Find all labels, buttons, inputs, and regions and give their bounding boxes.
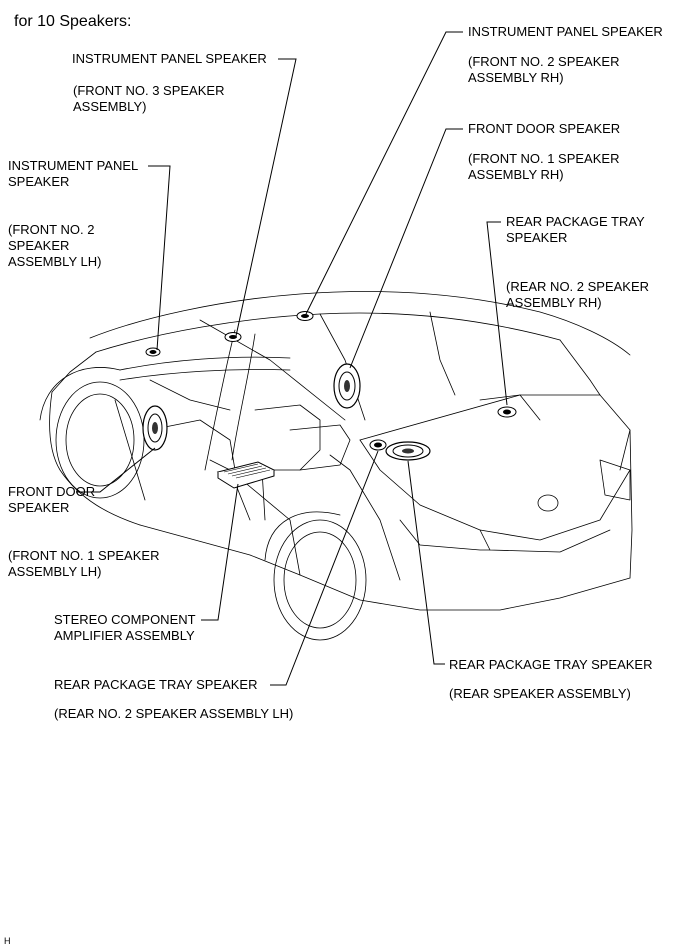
diagram-title: for 10 Speakers: bbox=[14, 13, 132, 30]
label-ip-right-part-2: ASSEMBLY RH) bbox=[468, 70, 564, 85]
label-ip-center-part-1: (FRONT NO. 3 SPEAKER bbox=[73, 83, 225, 98]
label-ip-right-part-1: (FRONT NO. 2 SPEAKER bbox=[468, 54, 620, 69]
label-front-door-right-name: FRONT DOOR SPEAKER bbox=[468, 121, 621, 136]
label-ip-left-name-1: INSTRUMENT PANEL bbox=[8, 158, 139, 173]
leader-rear-tray-right bbox=[486, 221, 508, 406]
leader-ip-right bbox=[305, 31, 463, 315]
amplifier-box bbox=[216, 461, 276, 489]
label-rear-tray-left-name: REAR PACKAGE TRAY SPEAKER bbox=[54, 677, 258, 692]
label-front-door-left-part-1: (FRONT NO. 1 SPEAKER bbox=[8, 548, 160, 563]
figure-code: H bbox=[4, 936, 11, 946]
label-rear-tray-right-part-1: (REAR NO. 2 SPEAKER bbox=[506, 279, 650, 294]
leader-front-door-right bbox=[349, 128, 463, 369]
label-ip-left-part-3: ASSEMBLY LH) bbox=[8, 254, 102, 269]
label-ip-left-part-2: SPEAKER bbox=[8, 238, 70, 253]
speaker-rear-tray-left bbox=[369, 439, 387, 451]
speaker-ip-center bbox=[224, 332, 242, 342]
leader-rear-tray-left bbox=[270, 450, 379, 686]
speaker-ip-right bbox=[296, 311, 314, 321]
speaker-front-door-right bbox=[333, 363, 361, 409]
label-amplifier-name-1: STEREO COMPONENT bbox=[54, 612, 196, 627]
label-ip-center-part-2: ASSEMBLY) bbox=[73, 99, 147, 114]
speaker-rear-tray-center bbox=[385, 441, 431, 461]
car-outline bbox=[39, 291, 633, 641]
label-front-door-left-name-1: FRONT DOOR bbox=[8, 484, 96, 499]
label-rear-tray-center-part: (REAR SPEAKER ASSEMBLY) bbox=[449, 686, 631, 701]
speaker-front-door-left bbox=[142, 405, 168, 451]
label-ip-left-part-1: (FRONT NO. 2 bbox=[8, 222, 95, 237]
leader-rear-tray-center bbox=[407, 460, 445, 665]
label-rear-tray-right-part-2: ASSEMBLY RH) bbox=[506, 295, 602, 310]
speaker-ip-left bbox=[145, 347, 161, 357]
label-front-door-left-name-2: SPEAKER bbox=[8, 500, 70, 515]
label-front-door-right-part-1: (FRONT NO. 1 SPEAKER bbox=[468, 151, 620, 166]
leader-amplifier bbox=[201, 483, 239, 621]
label-rear-tray-right-name-2: SPEAKER bbox=[506, 230, 568, 245]
leader-ip-left bbox=[148, 165, 171, 351]
label-front-door-left-part-2: ASSEMBLY LH) bbox=[8, 564, 102, 579]
leader-front-door-left bbox=[76, 447, 156, 493]
label-ip-right-name: INSTRUMENT PANEL SPEAKER bbox=[468, 24, 663, 39]
leader-ip-center bbox=[235, 58, 297, 337]
label-rear-tray-right-name-1: REAR PACKAGE TRAY bbox=[506, 214, 645, 229]
label-rear-tray-center-name: REAR PACKAGE TRAY SPEAKER bbox=[449, 657, 653, 672]
label-ip-center-name: INSTRUMENT PANEL SPEAKER bbox=[72, 51, 267, 66]
label-front-door-right-part-2: ASSEMBLY RH) bbox=[468, 167, 564, 182]
label-amplifier-name-2: AMPLIFIER ASSEMBLY bbox=[54, 628, 195, 643]
label-ip-left-name-2: SPEAKER bbox=[8, 174, 70, 189]
label-rear-tray-left-part: (REAR NO. 2 SPEAKER ASSEMBLY LH) bbox=[54, 706, 294, 721]
speaker-rear-tray-right bbox=[497, 406, 517, 418]
leader-lines bbox=[76, 31, 508, 686]
